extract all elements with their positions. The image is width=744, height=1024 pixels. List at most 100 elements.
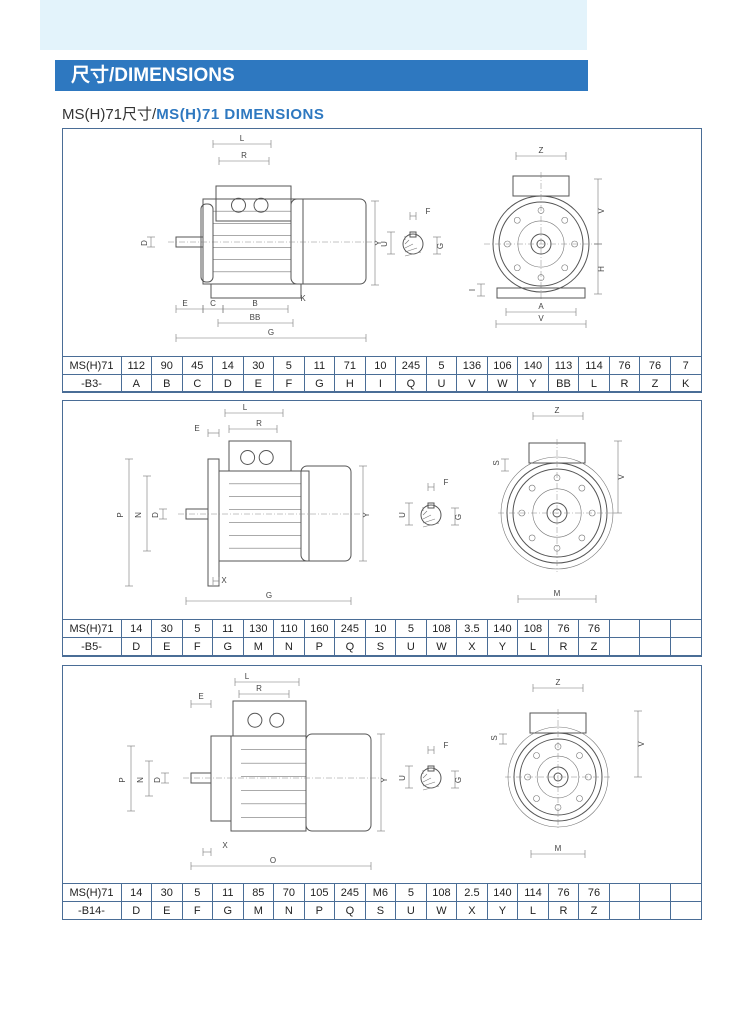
dimension-value-cell: 14 — [120, 619, 153, 638]
dimension-value-cell: 105 — [303, 883, 336, 902]
b14-label-x: X — [222, 841, 228, 850]
bolt-hole — [578, 484, 586, 492]
dimension-value-cell: 76 — [547, 619, 580, 638]
dimension-value-cell: 108 — [425, 883, 458, 902]
b14-label-r: R — [256, 684, 262, 693]
model-cell: MS(H)71 — [61, 356, 122, 375]
dimension-value-cell: 76 — [578, 619, 610, 638]
dimension-value-cell: 14 — [120, 883, 153, 902]
dimension-value-cell — [608, 619, 641, 638]
mounting-flange — [210, 735, 232, 822]
dimension-code-cell: D — [212, 374, 244, 393]
b3-label-a: A — [538, 302, 544, 311]
dimension-code-cell: V — [456, 374, 488, 393]
dimension-value-cell: 45 — [181, 356, 214, 375]
dimension-code-cell: E — [242, 374, 275, 393]
dimension-value-cell: 110 — [273, 619, 305, 638]
dimension-code-cell — [608, 901, 641, 920]
cable-gland — [258, 450, 274, 465]
b14-label-v: V — [637, 741, 646, 747]
dimension-code-cell — [639, 901, 671, 920]
dimension-code-cell: R — [547, 901, 580, 920]
b5-label-p: P — [116, 512, 125, 517]
dimension-value-cell: 130 — [242, 619, 275, 638]
bolt-hole — [528, 484, 536, 492]
bolt-hole — [561, 264, 569, 272]
dimension-value-cell: M6 — [364, 883, 397, 902]
page-subtitle: MS(H)71尺寸/MS(H)71 DIMENSIONS — [62, 103, 324, 124]
terminal-box — [232, 700, 307, 737]
b14-label-y: Y — [380, 777, 389, 783]
b5-label-s: S — [492, 460, 501, 465]
terminal-box — [215, 185, 292, 222]
shaft-key — [427, 502, 435, 509]
dimension-code-cell: S — [364, 901, 397, 920]
dimension-code-cell: U — [395, 637, 427, 656]
model-cell: MS(H)71 — [61, 883, 122, 902]
b5-label-z: Z — [555, 406, 560, 415]
dimension-code-cell: L — [517, 637, 549, 656]
dimension-code-cell: W — [486, 374, 519, 393]
dimension-value-cell: 30 — [242, 356, 275, 375]
dimension-value-cell: 76 — [608, 356, 641, 375]
fan-cover — [290, 198, 367, 285]
dimension-value-cell: 5 — [395, 619, 427, 638]
mount-type-cell: -B14- — [61, 901, 122, 920]
b5-label-e: E — [194, 424, 199, 433]
dimension-value-cell: 106 — [486, 356, 519, 375]
mounting-feet — [496, 287, 586, 299]
b14-label-d: D — [153, 777, 162, 783]
shaft-key — [409, 231, 417, 238]
b5-label-d: D — [151, 512, 160, 518]
b3-label-v2: V — [538, 314, 544, 323]
dimension-value-cell: 10 — [364, 356, 397, 375]
dimension-code-cell: Q — [334, 901, 366, 920]
dimension-code-cell: Z — [639, 374, 671, 393]
bolt-hole — [578, 534, 586, 542]
dimension-value-cell: 140 — [486, 619, 519, 638]
dimension-code-cell: L — [578, 374, 610, 393]
dimension-value-cell: 113 — [547, 356, 580, 375]
dimension-value-cell: 112 — [120, 356, 153, 375]
dimension-code-cell: Q — [395, 374, 427, 393]
bolt-hole — [533, 752, 540, 759]
terminal-box — [228, 440, 292, 472]
fan-cover — [300, 465, 352, 562]
dimension-value-cell: 245 — [334, 883, 366, 902]
top-color-band — [40, 0, 587, 50]
section-hatch — [422, 522, 440, 528]
dimension-value-cell: 2.5 — [456, 883, 488, 902]
subtitle-accent: MS(H)71 DIMENSIONS — [156, 106, 325, 123]
dimension-code-cell: N — [273, 637, 305, 656]
b5-label-y: Y — [362, 512, 371, 518]
b14-section-label-g: G — [454, 777, 463, 783]
dimension-code-cell: A — [120, 374, 153, 393]
bolt-hole — [533, 795, 540, 802]
dimension-code-cell: K — [669, 374, 702, 393]
section-hatch — [404, 251, 422, 257]
b5-label-g: G — [266, 591, 272, 600]
dimension-value-cell: 140 — [517, 356, 549, 375]
dimension-code-cell: F — [273, 374, 305, 393]
mount-type-cell: -B3- — [61, 374, 122, 393]
dimension-code-cell: X — [456, 901, 488, 920]
b3-label-r: R — [241, 151, 247, 160]
dimension-value-cell: 76 — [639, 356, 671, 375]
b5-label-l: L — [243, 403, 248, 412]
dimension-code-cell: X — [456, 637, 488, 656]
b14-label-s: S — [490, 735, 499, 740]
dimension-code-cell: Y — [517, 374, 549, 393]
b3-label-i: I — [468, 289, 477, 291]
fan-cover — [305, 733, 372, 832]
b3-label-bb: BB — [250, 313, 261, 322]
b14-label-o: O — [270, 856, 276, 865]
b5-label-r: R — [256, 419, 262, 428]
b3-label-z: Z — [539, 146, 544, 155]
dimension-code-cell: G — [212, 637, 244, 656]
b14-label-l: L — [245, 672, 250, 681]
